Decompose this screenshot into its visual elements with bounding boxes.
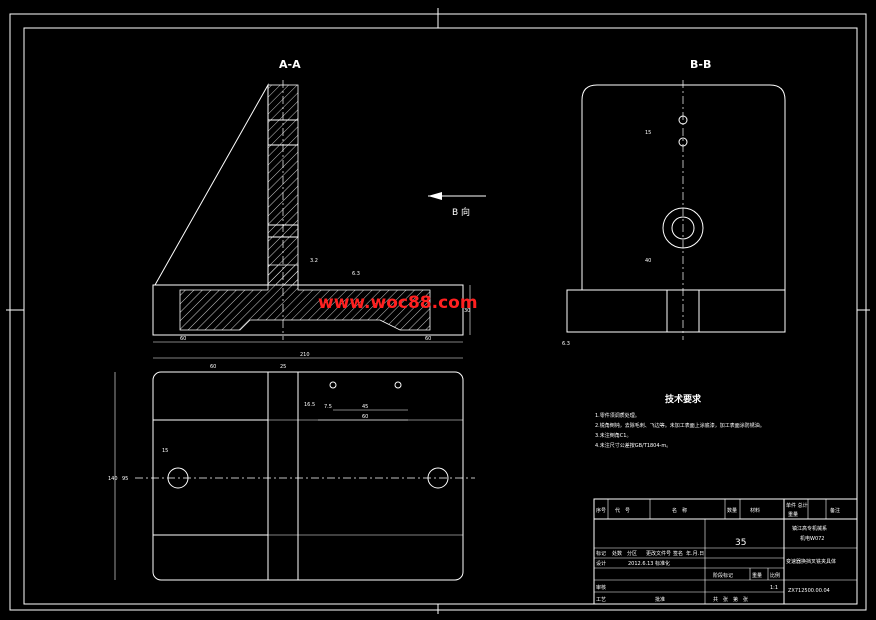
- technical-requirements: 技术要求 1.零件须调质处理。 2.锐角倒钝，去除毛刺、飞边等。未加工表面上涂底…: [595, 393, 765, 449]
- top-hole-2: [394, 381, 402, 389]
- tb-count: 处数: [612, 550, 622, 557]
- bb-bore-outer: [662, 207, 704, 249]
- tb-col-material: 材料: [750, 507, 760, 514]
- tb-process: 工艺: [596, 597, 606, 603]
- bb-outline: [581, 84, 786, 291]
- top-dim-height-label: 140: [108, 476, 118, 482]
- view-title-aa: A-A: [279, 58, 301, 71]
- tb-col-note: 备注: [830, 507, 840, 514]
- watermark: www.woc88.com: [318, 293, 478, 313]
- tb-sheet: 共 张 第 张: [713, 596, 748, 603]
- tb-date: 年.月.日: [686, 550, 704, 557]
- aa-base-hatch: [179, 264, 431, 331]
- top-view: 210 60 25 140 95 15 16.5 7.5 45 60: [108, 352, 475, 581]
- tb-designer: 设计: [596, 560, 606, 567]
- tb-checker: 审核: [596, 584, 606, 591]
- top-dim-60-label: 60: [210, 364, 216, 370]
- aa-base-block: [152, 284, 464, 336]
- tb-drawing-no: ZX712500.00.04: [788, 588, 830, 594]
- requirements-line-2: 2.锐角倒钝，去除毛刺、飞边等。未加工表面上涂底漆，加工表面涂防锈油。: [595, 422, 765, 429]
- bb-dim-40-label: 40: [645, 258, 651, 264]
- inner-border: [23, 27, 858, 605]
- tb-mark: 标记: [596, 550, 606, 557]
- tb-col-seq: 序号: [596, 507, 606, 514]
- tb-date-value: 2012.6.13: [628, 561, 653, 567]
- tb-school: 镇江高专机械系: [792, 525, 827, 532]
- tb-weight-label: 重量: [752, 572, 762, 579]
- tb-col-weight: 单件 总计: [786, 502, 808, 509]
- top-dim-95-label: 95: [122, 476, 128, 482]
- aa-slot: [267, 224, 299, 238]
- top-hole-1: [329, 381, 337, 389]
- view-title-bb: B-B: [690, 58, 711, 71]
- top-dim-total-label: 210: [300, 352, 310, 358]
- requirements-line-3: 3.未注倒角C1。: [595, 432, 631, 439]
- tb-col-weight2: 重量: [788, 511, 798, 518]
- top-dim-165-label: 16.5: [304, 402, 315, 408]
- bb-slot: [666, 289, 700, 333]
- tb-approve: 批准: [655, 596, 665, 603]
- bb-hole-1: [678, 115, 688, 125]
- top-dim-75-label: 7.5: [324, 404, 332, 410]
- top-slot-left: [167, 467, 189, 489]
- section-bb-view: 15 40 6.3: [562, 80, 786, 347]
- direction-b-label: B 向: [452, 206, 470, 218]
- tb-class: 机电W072: [800, 535, 825, 542]
- bb-rough-label: 6.3: [562, 341, 570, 347]
- tb-zone: 分区: [627, 550, 637, 557]
- tb-sign: 签名: [673, 550, 683, 557]
- direction-arrow-b: B 向: [428, 192, 486, 218]
- top-pocket: [152, 419, 269, 536]
- top-dim-25-label: 25: [280, 364, 286, 370]
- aa-rough2-label: 6.3: [352, 271, 360, 277]
- top-slot-right: [427, 467, 449, 489]
- top-dim-15-label: 15: [162, 448, 168, 454]
- aa-dim-height-label: 30: [464, 308, 470, 314]
- top-dim-60b-label: 60: [362, 414, 368, 420]
- top-dim-45-label: 45: [362, 404, 368, 410]
- bb-bore-inner: [671, 216, 695, 240]
- tb-material-value: 35: [735, 538, 746, 548]
- aa-rough-label: 3.2: [310, 258, 318, 264]
- tb-col-code: 代 号: [615, 507, 630, 514]
- bb-base: [566, 289, 786, 333]
- tb-scale-label: 比例: [770, 572, 780, 579]
- bb-dim-15-label: 15: [645, 130, 651, 136]
- requirements-line-1: 1.零件须调质处理。: [595, 412, 640, 419]
- title-block: 序号 代 号 名 称 数量 材料 单件 总计 重量 备注 35 镇江高专机械系 …: [593, 498, 858, 605]
- aa-rib-outline: [154, 83, 269, 286]
- tb-col-qty: 数量: [727, 507, 737, 514]
- section-aa-view: 60 60 30 3.2 6.3: [152, 80, 470, 343]
- tb-col-name: 名 称: [672, 507, 687, 514]
- tb-std: 标准化: [655, 560, 670, 567]
- tb-stage: 阶段标记: [713, 572, 733, 579]
- tb-scale: 1:1: [770, 585, 778, 591]
- tb-part-name: 变速器换挡叉铣夹具体: [786, 558, 836, 565]
- bb-hole-2: [678, 137, 688, 147]
- requirements-line-4: 4.未注尺寸公差按GB/T1804-m。: [595, 442, 671, 449]
- aa-dim-right60-label: 60: [425, 336, 431, 342]
- requirements-heading: 技术要求: [665, 393, 702, 405]
- tb-change-no: 更改文件号: [646, 550, 671, 557]
- aa-dim-60-label: 60: [180, 336, 186, 342]
